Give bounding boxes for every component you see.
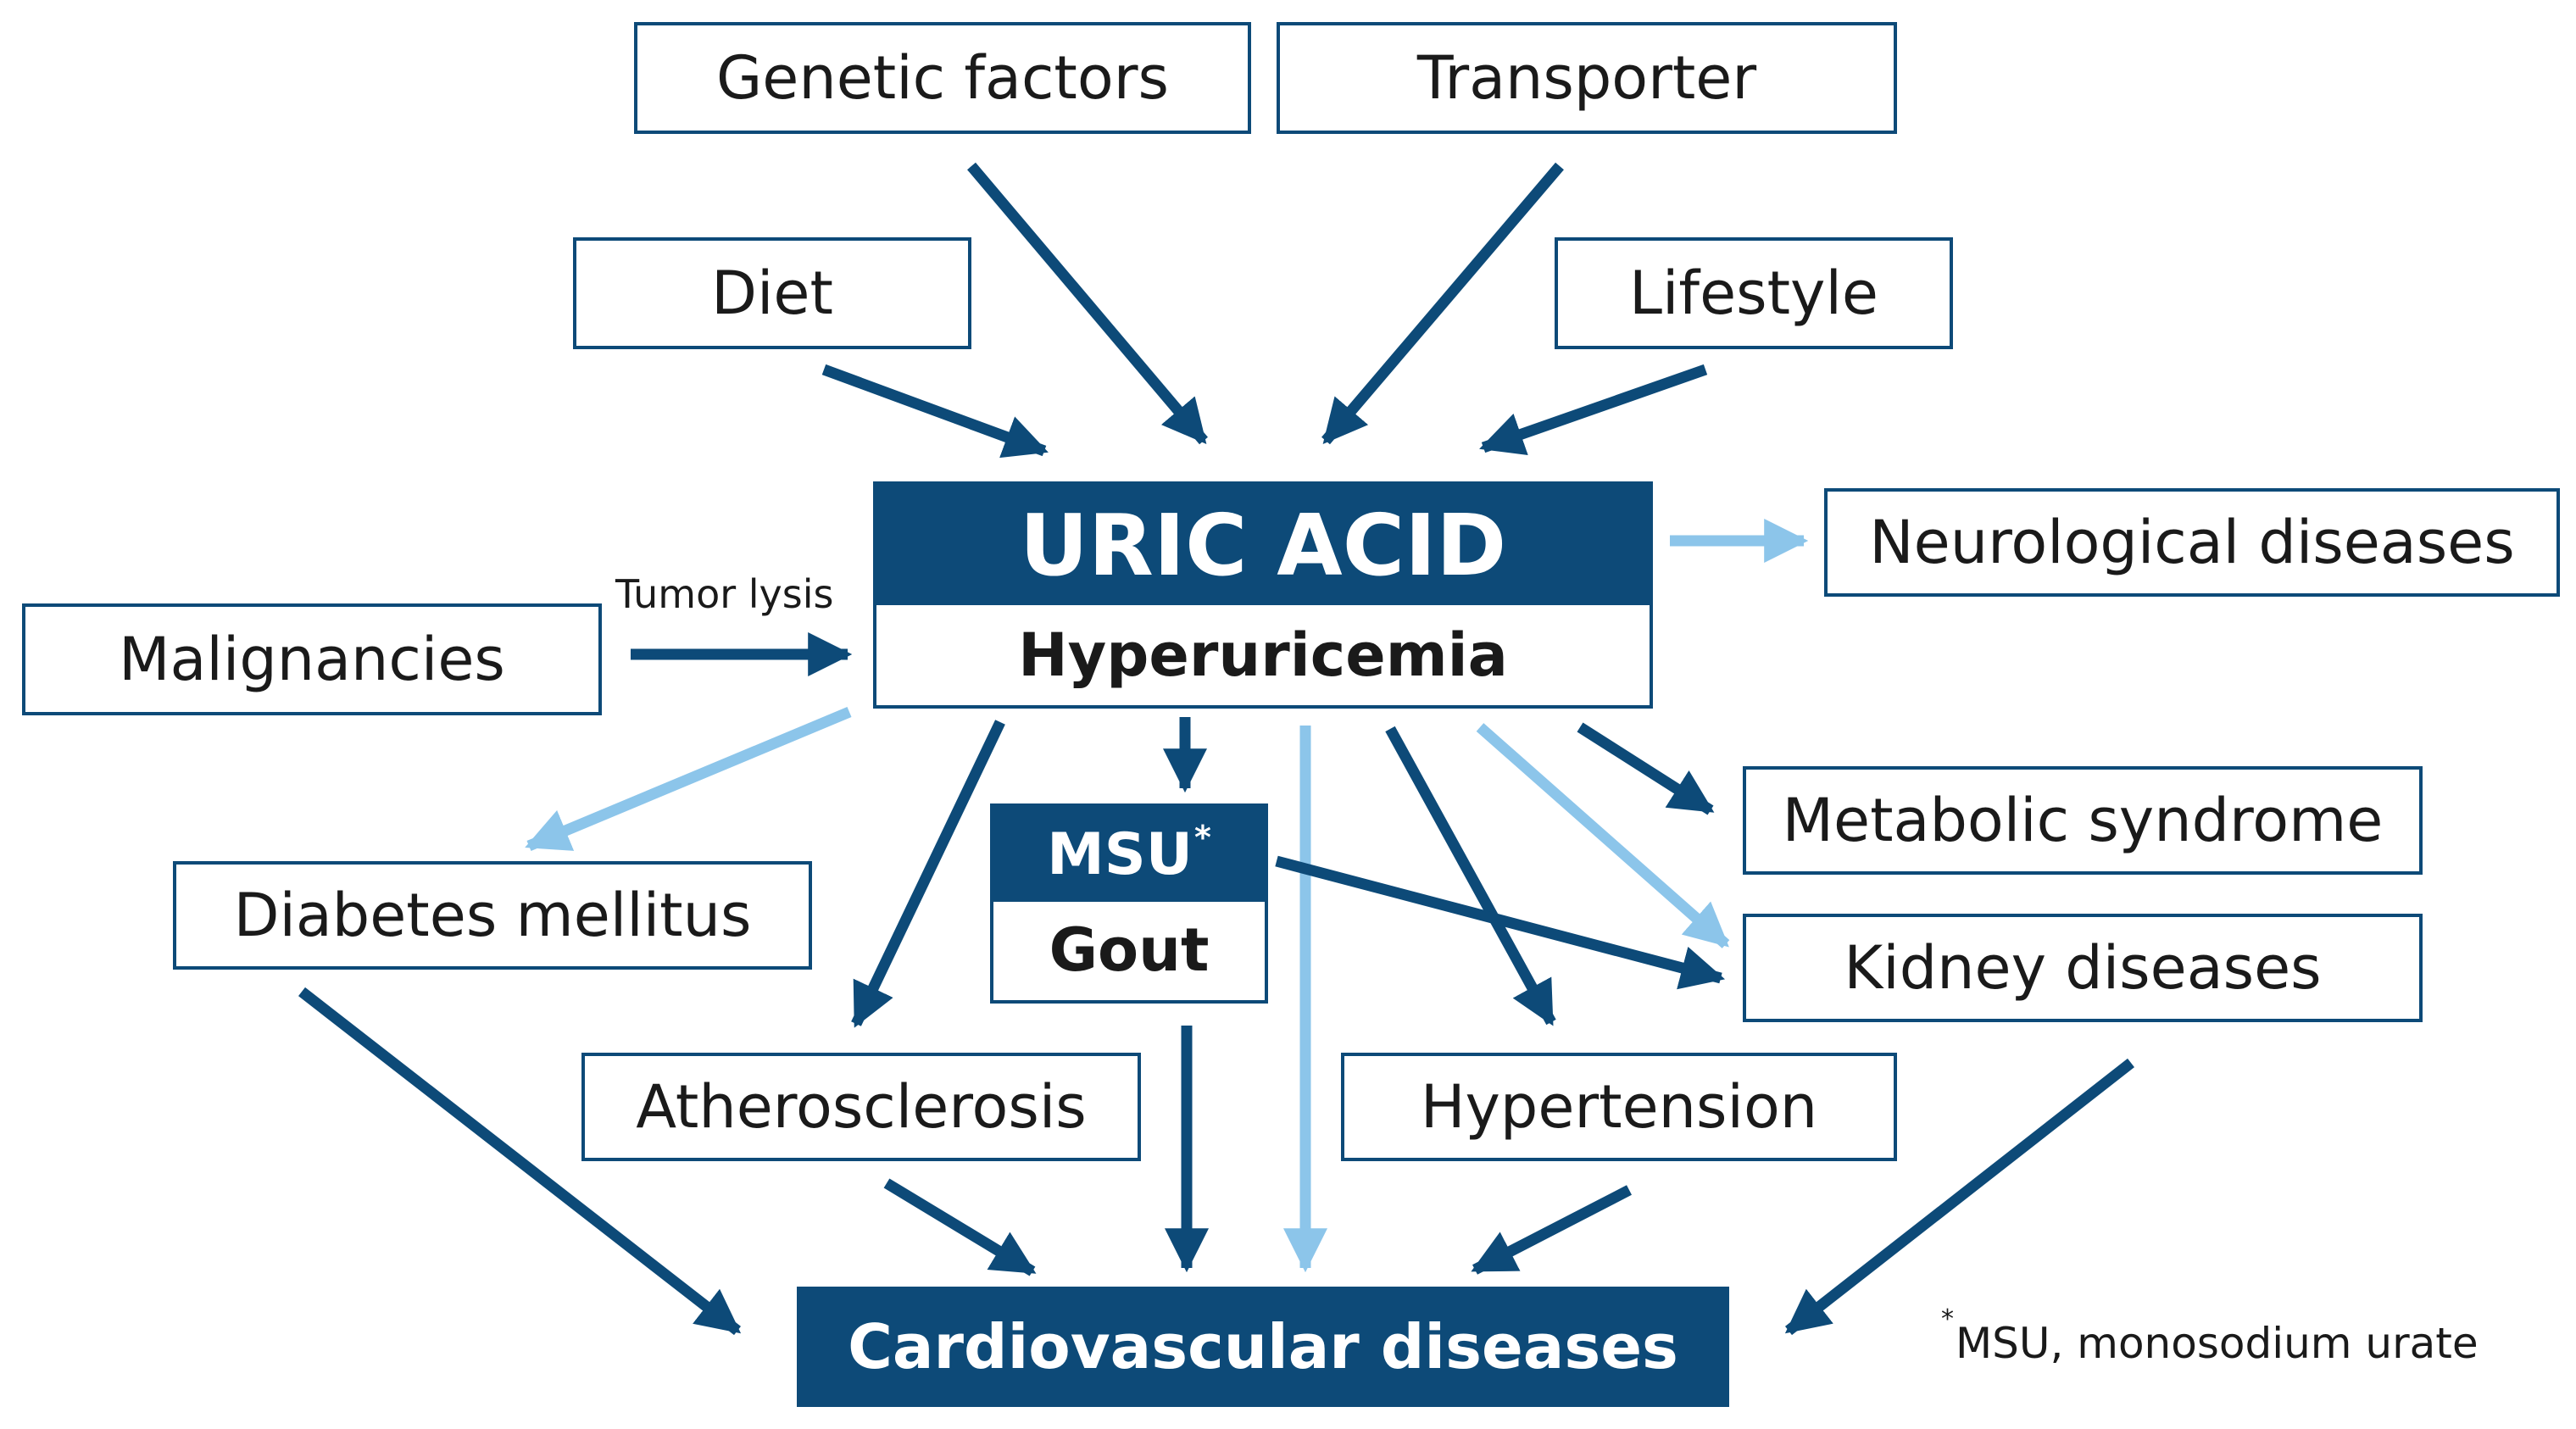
msu-gout-box: MSU* Gout <box>990 803 1268 1004</box>
arrow-uric-to-athero <box>851 720 1005 1028</box>
arrow-kidney-to-cvd <box>1784 1058 2135 1336</box>
genetic-factors-box: Genetic factors <box>634 22 1251 134</box>
arrow-athero-to-cvd <box>883 1178 1037 1276</box>
metabolic-syndrome-label: Metabolic syndrome <box>1782 786 2384 855</box>
neurological-diseases-label: Neurological diseases <box>1869 508 2515 577</box>
neurological-diseases-box: Neurological diseases <box>1824 488 2560 597</box>
arrow-uric-to-hypertension <box>1385 726 1556 1026</box>
uric-acid-title: URIC ACID <box>876 485 1650 605</box>
arrow-uric-to-kidney <box>1476 723 1730 948</box>
hypertension-label: Hypertension <box>1420 1072 1818 1142</box>
footnote-text: MSU, monosodium urate <box>1956 1319 2479 1368</box>
arrow-msu-to-kidney <box>1275 855 1726 990</box>
kidney-diseases-box: Kidney diseases <box>1743 914 2423 1022</box>
lifestyle-label: Lifestyle <box>1628 259 1878 328</box>
malignancies-box: Malignancies <box>22 603 602 715</box>
lifestyle-box: Lifestyle <box>1555 237 1953 349</box>
arrow-transporter-to-uric <box>1321 162 1564 445</box>
transporter-label: Transporter <box>1416 43 1757 113</box>
msu-asterisk: * <box>1193 819 1211 856</box>
transporter-box: Transporter <box>1277 22 1897 134</box>
atherosclerosis-box: Atherosclerosis <box>581 1053 1141 1161</box>
msu-title: MSU* <box>993 807 1265 902</box>
arrow-uric-to-diabetes <box>525 707 852 851</box>
arrow-uric-to-metabolic <box>1577 722 1715 815</box>
atherosclerosis-label: Atherosclerosis <box>636 1072 1087 1142</box>
arrow-lifestyle-to-uric <box>1479 364 1708 456</box>
arrow-diet-to-uric <box>821 364 1049 459</box>
msu-text: MSU <box>1047 820 1193 888</box>
kidney-diseases-label: Kidney diseases <box>1844 933 2322 1003</box>
genetic-factors-label: Genetic factors <box>716 43 1169 113</box>
diet-label: Diet <box>711 259 833 328</box>
arrow-diabetes-to-cvd <box>298 987 742 1336</box>
hypertension-box: Hypertension <box>1341 1053 1897 1161</box>
malignancies-label: Malignancies <box>119 625 505 694</box>
diet-box: Diet <box>573 237 971 349</box>
diabetes-mellitus-label: Diabetes mellitus <box>233 881 752 950</box>
tumor-lysis-label: Tumor lysis <box>615 571 834 617</box>
diabetes-mellitus-box: Diabetes mellitus <box>173 861 812 970</box>
cardiovascular-diseases-box: Cardiovascular diseases <box>797 1287 1729 1407</box>
gout-label: Gout <box>993 902 1265 998</box>
arrow-hypertension-to-cvd <box>1471 1185 1632 1275</box>
arrow-genetic-to-uric <box>967 162 1208 445</box>
uric-acid-box: URIC ACID Hyperuricemia <box>873 481 1653 709</box>
footnote-asterisk: * <box>1941 1304 1954 1335</box>
footnote: *MSU, monosodium urate <box>1941 1304 2479 1368</box>
hyperuricemia-label: Hyperuricemia <box>876 605 1650 705</box>
cardiovascular-diseases-label: Cardiovascular diseases <box>848 1311 1678 1382</box>
metabolic-syndrome-box: Metabolic syndrome <box>1743 766 2423 875</box>
